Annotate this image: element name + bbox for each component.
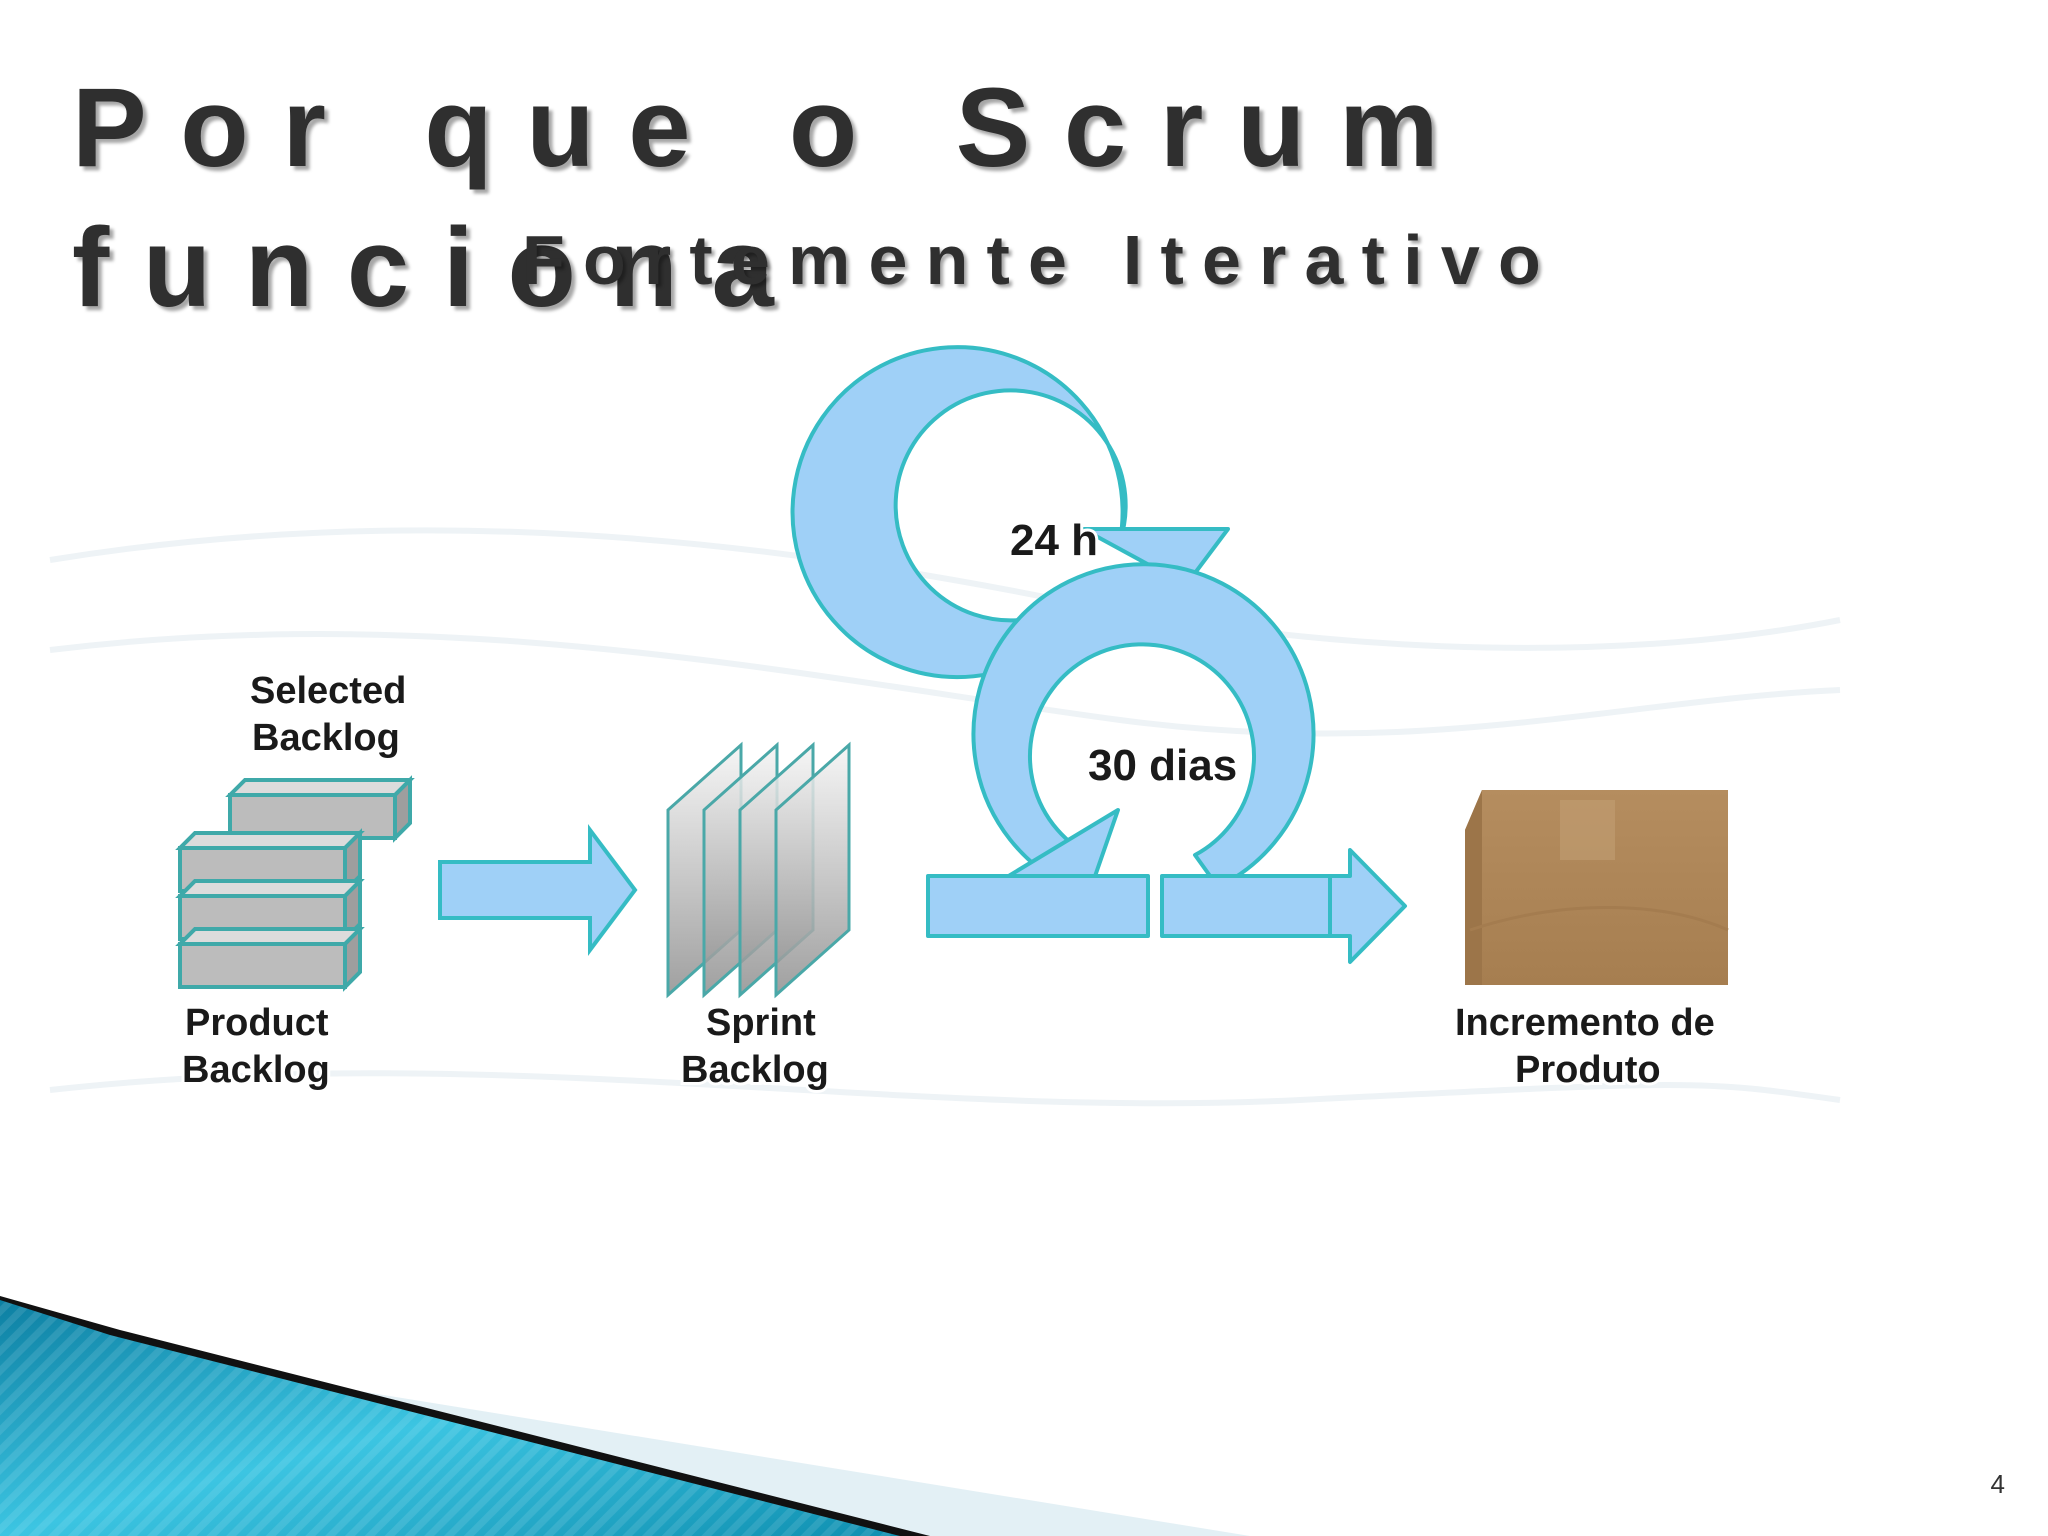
slide-subtitle: Fortemente Iterativo — [522, 221, 1559, 299]
product-increment-label: Incremento de Produto — [1455, 1002, 1725, 1091]
corner-decoration — [0, 1296, 1250, 1536]
sprint-input-bar — [926, 874, 1150, 938]
sprint-cycle-label: 30 dias — [1088, 741, 1237, 790]
product-backlog-label: Product Backlog — [182, 1002, 339, 1091]
daily-cycle-arrow — [790, 345, 1128, 680]
product-increment-box — [1465, 790, 1729, 985]
title-line-1: Por que o Scrum — [72, 65, 1473, 190]
title-line-2: funciona — [72, 205, 808, 330]
flow-arrow-to-increment — [1328, 848, 1407, 964]
backlog-brick-bottom — [175, 924, 365, 992]
sprint-backlog-label: Sprint Backlog — [681, 1002, 829, 1091]
selected-backlog-label: Selected Backlog — [250, 670, 417, 759]
scrum-cycles — [790, 345, 1407, 964]
flow-arrow-to-sprint — [438, 824, 638, 956]
sprint-cycle-arrow — [971, 562, 1316, 889]
sprint-backlog-sheets — [666, 741, 851, 999]
sprint-output-bar — [1160, 874, 1344, 938]
page-number: 4 — [1990, 1469, 2005, 1499]
daily-cycle-label: 24 h — [1010, 516, 1098, 565]
slide-title: Por que o Scrum funciona — [72, 58, 1472, 338]
product-backlog-stack — [175, 775, 415, 992]
backlog-brick-selected — [225, 775, 415, 843]
